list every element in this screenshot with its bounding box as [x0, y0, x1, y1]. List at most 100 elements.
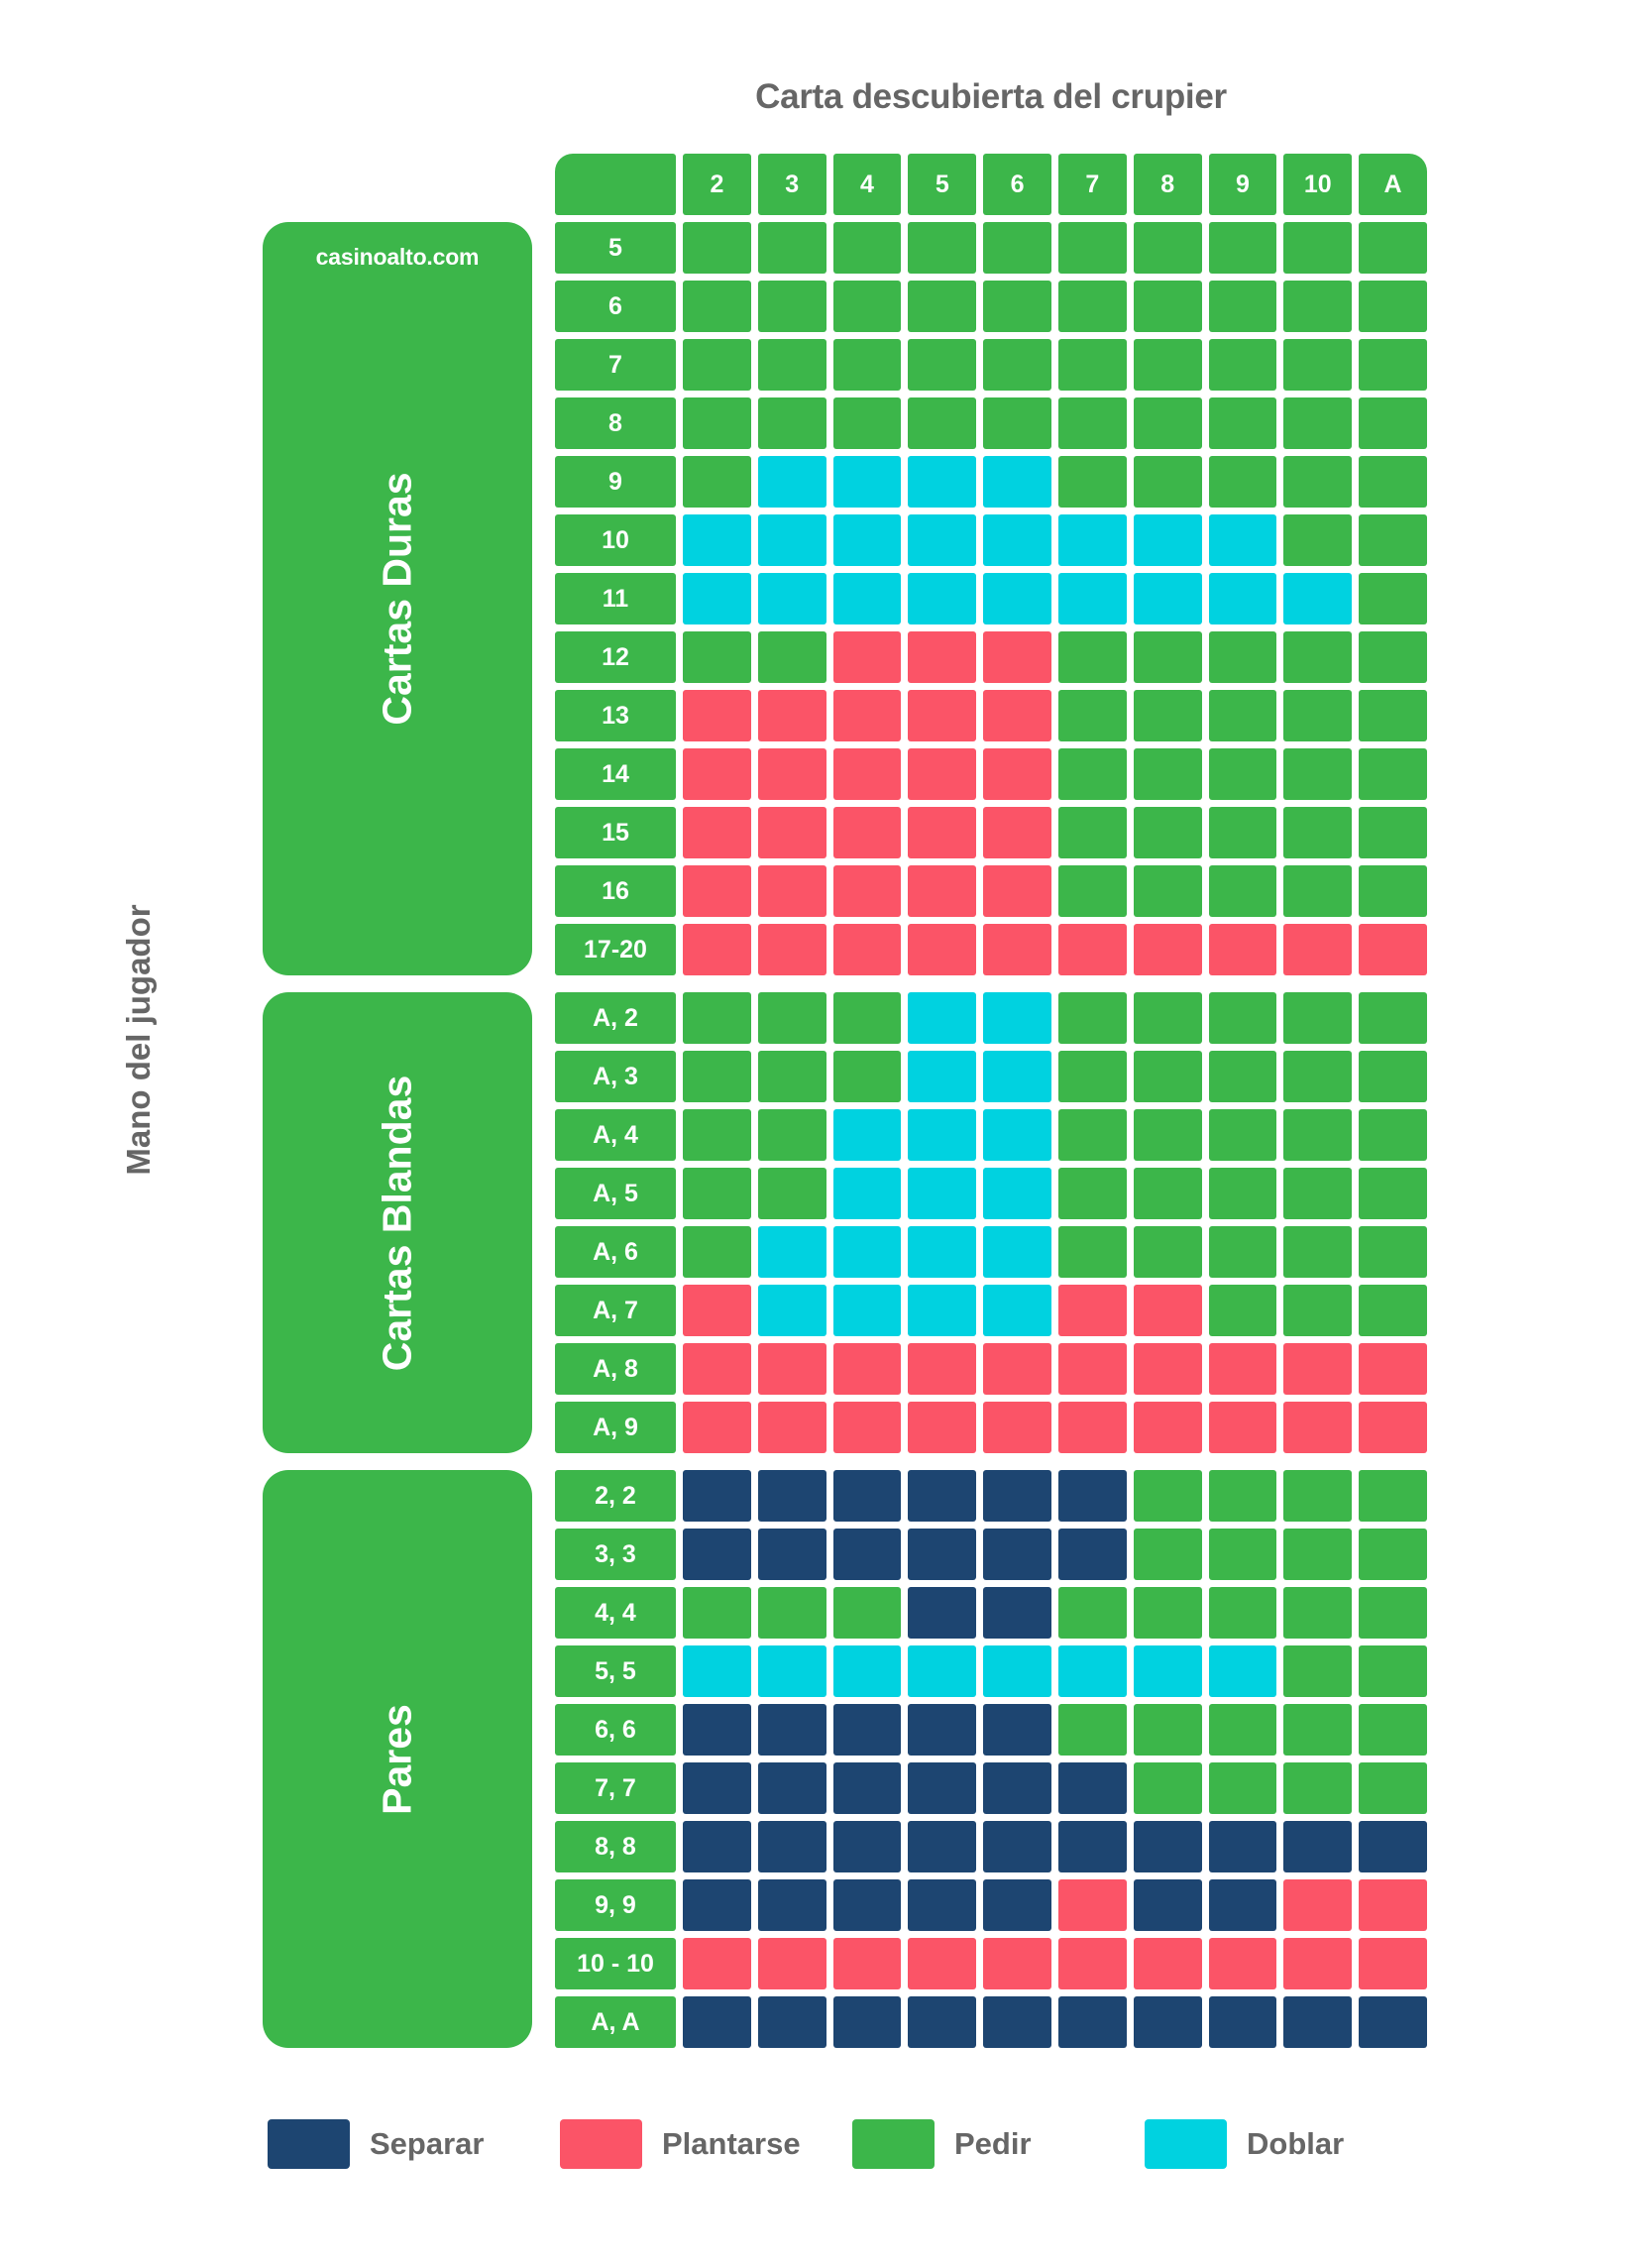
strategy-cell[interactable]: [908, 222, 977, 274]
strategy-cell[interactable]: [1359, 573, 1427, 624]
strategy-cell[interactable]: [1359, 514, 1427, 566]
strategy-cell[interactable]: [983, 573, 1051, 624]
strategy-cell[interactable]: [908, 1470, 977, 1522]
strategy-cell[interactable]: [1208, 748, 1277, 800]
strategy-cell[interactable]: [1283, 1938, 1353, 1989]
strategy-cell[interactable]: [757, 1704, 826, 1756]
strategy-cell[interactable]: [908, 924, 977, 975]
strategy-cell[interactable]: [908, 573, 977, 624]
strategy-cell[interactable]: [1208, 514, 1277, 566]
strategy-cell[interactable]: [908, 1704, 977, 1756]
strategy-cell[interactable]: [832, 1168, 902, 1219]
strategy-cell[interactable]: [832, 1051, 902, 1102]
strategy-cell[interactable]: [908, 1645, 977, 1697]
strategy-cell[interactable]: [1133, 1645, 1202, 1697]
strategy-cell[interactable]: [683, 1704, 751, 1756]
strategy-cell[interactable]: [1359, 1704, 1427, 1756]
strategy-cell[interactable]: [1133, 1762, 1202, 1814]
strategy-cell[interactable]: [1359, 1938, 1427, 1989]
strategy-cell[interactable]: [1133, 1343, 1202, 1395]
strategy-cell[interactable]: [1283, 222, 1353, 274]
strategy-cell[interactable]: [1133, 1879, 1202, 1931]
strategy-cell[interactable]: [1283, 1226, 1353, 1278]
strategy-cell[interactable]: [1208, 222, 1277, 274]
strategy-cell[interactable]: [832, 573, 902, 624]
strategy-cell[interactable]: [832, 222, 902, 274]
strategy-cell[interactable]: [1359, 1168, 1427, 1219]
strategy-cell[interactable]: [1057, 1587, 1127, 1639]
strategy-cell[interactable]: [1208, 456, 1277, 508]
strategy-cell[interactable]: [1057, 807, 1127, 858]
strategy-cell[interactable]: [1057, 397, 1127, 449]
strategy-cell[interactable]: [1057, 1996, 1127, 2048]
strategy-cell[interactable]: [832, 1587, 902, 1639]
strategy-cell[interactable]: [683, 1226, 751, 1278]
strategy-cell[interactable]: [683, 748, 751, 800]
strategy-cell[interactable]: [983, 748, 1051, 800]
strategy-cell[interactable]: [1359, 1226, 1427, 1278]
strategy-cell[interactable]: [1208, 1821, 1277, 1872]
strategy-cell[interactable]: [983, 992, 1051, 1044]
strategy-cell[interactable]: [1057, 924, 1127, 975]
strategy-cell[interactable]: [1359, 339, 1427, 391]
strategy-cell[interactable]: [757, 1938, 826, 1989]
strategy-cell[interactable]: [832, 1285, 902, 1336]
strategy-cell[interactable]: [683, 1109, 751, 1161]
strategy-cell[interactable]: [908, 1051, 977, 1102]
strategy-cell[interactable]: [757, 456, 826, 508]
strategy-cell[interactable]: [908, 456, 977, 508]
strategy-cell[interactable]: [908, 339, 977, 391]
strategy-cell[interactable]: [757, 1529, 826, 1580]
strategy-cell[interactable]: [832, 1762, 902, 1814]
strategy-cell[interactable]: [1283, 1168, 1353, 1219]
strategy-cell[interactable]: [1359, 281, 1427, 332]
strategy-cell[interactable]: [1359, 1285, 1427, 1336]
strategy-cell[interactable]: [983, 865, 1051, 917]
strategy-cell[interactable]: [1208, 281, 1277, 332]
strategy-cell[interactable]: [1057, 456, 1127, 508]
strategy-cell[interactable]: [1283, 748, 1353, 800]
strategy-cell[interactable]: [757, 1645, 826, 1697]
strategy-cell[interactable]: [983, 1529, 1051, 1580]
strategy-cell[interactable]: [983, 1285, 1051, 1336]
strategy-cell[interactable]: [1359, 1879, 1427, 1931]
strategy-cell[interactable]: [832, 456, 902, 508]
strategy-cell[interactable]: [1057, 1645, 1127, 1697]
strategy-cell[interactable]: [1359, 397, 1427, 449]
strategy-cell[interactable]: [757, 222, 826, 274]
strategy-cell[interactable]: [1283, 1762, 1353, 1814]
strategy-cell[interactable]: [983, 1402, 1051, 1453]
strategy-cell[interactable]: [1057, 1109, 1127, 1161]
strategy-cell[interactable]: [1133, 281, 1202, 332]
strategy-cell[interactable]: [757, 1821, 826, 1872]
strategy-cell[interactable]: [757, 924, 826, 975]
strategy-cell[interactable]: [1057, 992, 1127, 1044]
strategy-cell[interactable]: [908, 1402, 977, 1453]
strategy-cell[interactable]: [1208, 573, 1277, 624]
strategy-cell[interactable]: [1359, 1762, 1427, 1814]
strategy-cell[interactable]: [1057, 748, 1127, 800]
strategy-cell[interactable]: [832, 1645, 902, 1697]
strategy-cell[interactable]: [683, 1938, 751, 1989]
strategy-cell[interactable]: [1057, 1470, 1127, 1522]
strategy-cell[interactable]: [1057, 573, 1127, 624]
strategy-cell[interactable]: [1208, 924, 1277, 975]
strategy-cell[interactable]: [1057, 339, 1127, 391]
strategy-cell[interactable]: [1283, 1343, 1353, 1395]
strategy-cell[interactable]: [683, 865, 751, 917]
strategy-cell[interactable]: [1133, 1704, 1202, 1756]
strategy-cell[interactable]: [757, 1587, 826, 1639]
strategy-cell[interactable]: [1208, 1704, 1277, 1756]
strategy-cell[interactable]: [1359, 748, 1427, 800]
strategy-cell[interactable]: [1359, 1821, 1427, 1872]
strategy-cell[interactable]: [983, 1704, 1051, 1756]
strategy-cell[interactable]: [1133, 1996, 1202, 2048]
strategy-cell[interactable]: [1208, 1762, 1277, 1814]
strategy-cell[interactable]: [832, 339, 902, 391]
strategy-cell[interactable]: [1057, 690, 1127, 741]
strategy-cell[interactable]: [1283, 807, 1353, 858]
strategy-cell[interactable]: [1057, 1343, 1127, 1395]
strategy-cell[interactable]: [1133, 1109, 1202, 1161]
strategy-cell[interactable]: [1283, 1402, 1353, 1453]
strategy-cell[interactable]: [1133, 1821, 1202, 1872]
